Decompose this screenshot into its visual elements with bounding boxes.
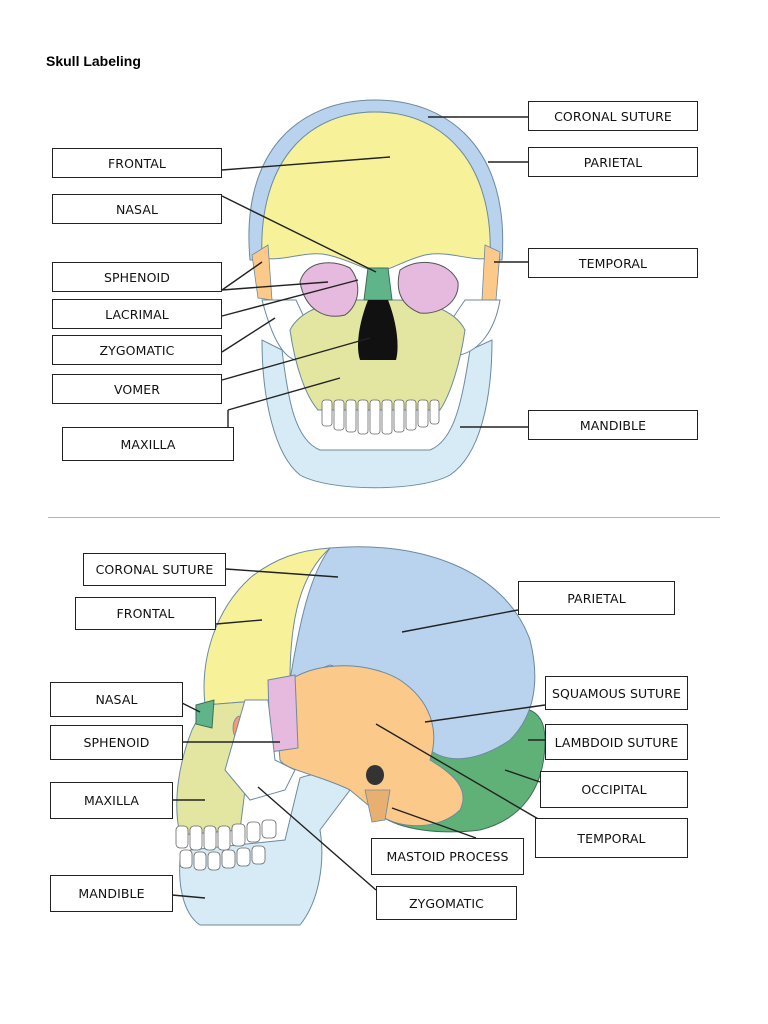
front-label-maxilla: MAXILLA: [62, 427, 234, 461]
side-temporal-shape: [274, 665, 464, 827]
section-divider: [48, 517, 720, 518]
front-label-frontal: FRONTAL: [52, 148, 222, 178]
side-zygomatic-shape: [224, 699, 296, 801]
side-label-parietal: PARIETAL: [518, 581, 675, 615]
side-teeth: [175, 819, 277, 871]
front-orbit-right-shape: [397, 261, 459, 314]
side-label-coronal-suture: CORONAL SUTURE: [83, 553, 226, 586]
side-label-sphenoid: SPHENOID: [50, 725, 183, 760]
page-title: Skull Labeling: [46, 53, 141, 69]
side-label-occipital: OCCIPITAL: [540, 771, 688, 808]
front-label-mandible: MANDIBLE: [528, 410, 698, 440]
front-skull-illustration: [221, 99, 528, 489]
front-label-parietal: PARIETAL: [528, 147, 698, 177]
front-label-lacrimal: LACRIMAL: [52, 299, 222, 329]
front-nasal-shape: [363, 267, 393, 301]
side-mastoid-shape: [364, 789, 391, 823]
side-label-zygomatic: ZYGOMATIC: [376, 886, 517, 920]
front-frontal-shape: [261, 111, 491, 273]
side-label-frontal: FRONTAL: [75, 597, 216, 630]
side-ear-canal-shape: [366, 765, 384, 785]
side-label-mastoid-process: MASTOID PROCESS: [371, 838, 524, 875]
side-leader-lines: [171, 568, 546, 899]
side-label-mandible: MANDIBLE: [50, 875, 173, 912]
front-label-sphenoid: SPHENOID: [52, 262, 222, 292]
side-label-temporal: TEMPORAL: [535, 818, 688, 858]
side-label-maxilla: MAXILLA: [50, 782, 173, 819]
front-mandible-shape: [261, 339, 493, 489]
side-label-lambdoid-suture: LAMBDOID SUTURE: [545, 724, 688, 760]
front-nasal-cavity-shape: [357, 300, 398, 360]
front-label-temporal: TEMPORAL: [528, 248, 698, 278]
front-teeth: [321, 399, 440, 435]
front-leader-lines: [221, 116, 528, 428]
front-orbit-left-shape: [299, 262, 359, 317]
side-nasal-shape: [195, 699, 215, 729]
front-label-vomer: VOMER: [52, 374, 222, 404]
front-label-zygomatic: ZYGOMATIC: [52, 335, 222, 365]
side-label-nasal: NASAL: [50, 682, 183, 717]
front-label-coronal-suture: CORONAL SUTURE: [528, 101, 698, 131]
side-parietal-shape: [289, 546, 536, 760]
front-label-nasal: NASAL: [52, 194, 222, 224]
side-frontal-shape: [203, 547, 332, 706]
side-label-squamous-suture: SQUAMOUS SUTURE: [545, 676, 688, 710]
